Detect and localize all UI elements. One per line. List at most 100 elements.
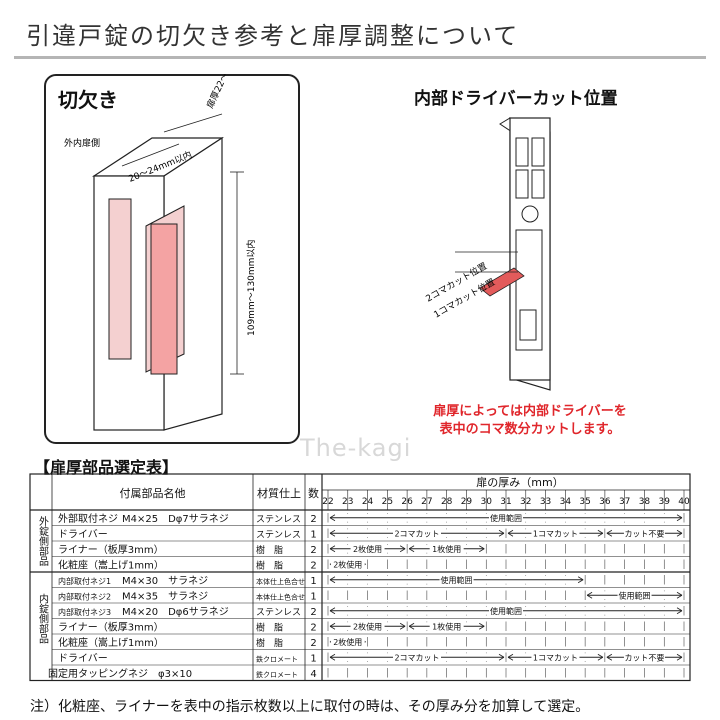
part-name: 内部取付ネジ2 [58, 591, 111, 601]
part-name: 化粧座（嵩上げ1mm） [58, 636, 164, 649]
range-label-bg [623, 651, 665, 663]
notch-diagram: 外内扉側 扉厚22～40 20～24mm以内 109mm～130mm以内 [64, 74, 257, 431]
part-material: 樹 脂 [256, 559, 283, 571]
part-name: ドライバー [58, 652, 108, 664]
part-material: ステンレス [256, 514, 301, 525]
part-name: 外部取付ネジ [58, 512, 118, 525]
part-name: 内部取付ネジ3 [58, 607, 111, 617]
header-part: 付属部品名他 [120, 486, 186, 500]
part-material: ステンレス [256, 529, 301, 540]
header-thickness: 扉の厚み（mm） [476, 476, 563, 489]
header-qty: 数 [308, 487, 319, 500]
part-spec: M4×35 サラネジ [122, 590, 208, 602]
range-label-bg [623, 527, 665, 539]
header-material: 材質仕上 [257, 486, 301, 500]
driver-cut-piece [479, 267, 525, 297]
part-qty: 2 [310, 638, 316, 649]
range-label-bg [393, 651, 441, 663]
range-label-bg [429, 542, 464, 554]
range-label-bg [393, 527, 441, 539]
part-qty: 4 [310, 669, 316, 680]
range-label-bg [330, 635, 365, 647]
range-label-bg [489, 604, 523, 616]
range-bar-arrow [329, 545, 406, 553]
part-spec: M4×25 Dφ7サラネジ [122, 513, 229, 525]
part-qty: 1 [310, 653, 316, 664]
part-qty: 1 [310, 591, 316, 602]
part-qty: 1 [310, 576, 316, 587]
range-label-bg [531, 651, 580, 663]
range-label: 使用範囲 [490, 513, 522, 523]
footnote: 注）化粧座、ライナーを表中の指示枚数以上に取付の時は、その厚み分を加算して選定。 [30, 699, 590, 715]
range-bar-arrow [329, 514, 683, 522]
part-qty: 2 [310, 545, 316, 556]
part-material: 本体仕上色合せ [256, 577, 305, 586]
range-label: 2枚使用 [333, 559, 362, 569]
part-name: 固定用タッピングネジ φ3×10 [48, 667, 192, 680]
page-title: 引違戸錠の切欠き参考と扉厚調整について [26, 22, 520, 50]
part-material: 樹 脂 [256, 637, 283, 649]
driver-note-line-2: 表中のコマ数分カットします。 [439, 422, 621, 437]
range-bar-arrow [329, 607, 683, 615]
part-material: ステンレス [256, 607, 301, 618]
table-section-title: 【扉厚部品選定表】 [34, 458, 179, 477]
range-label-bg [350, 542, 385, 554]
group-label-outer: 外錠側部品 [37, 516, 49, 567]
range-bar-arrow [507, 529, 604, 537]
part-name: ライナー（板厚3mm） [58, 543, 164, 556]
range-bar-arrow [408, 622, 485, 630]
part-qty: 2 [310, 607, 316, 618]
range-label: 2コマカット [394, 653, 439, 662]
range-bar-arrow [329, 622, 406, 630]
range-bar-arrow [329, 529, 505, 537]
outer-side-label: 外内扉側 [64, 137, 100, 149]
range-label: 1コマカット [533, 529, 578, 538]
driver-note-line-1: 扉厚によっては内部ドライバーを [433, 404, 627, 419]
part-spec: M4×30 サラネジ [122, 575, 208, 587]
part-material: 樹 脂 [256, 621, 283, 633]
driver-cut-note: 扉厚によっては内部ドライバーを 表中のコマ数分カットします。 [395, 403, 665, 439]
part-qty: 2 [310, 622, 316, 633]
part-material: 鉄クロメート [256, 670, 298, 679]
notch-front-cut [150, 223, 178, 375]
part-material: 本体仕上色合せ [256, 592, 305, 601]
notch-outer-cut [108, 198, 132, 360]
range-label: 使用範囲 [619, 590, 651, 600]
range-label-bg [429, 620, 464, 632]
height-label: 109mm～130mm以内 [245, 240, 257, 336]
notch-title: 切欠き [58, 88, 118, 112]
part-qty: 2 [310, 560, 316, 571]
range-bar-arrow [586, 591, 683, 599]
range-label: 2コマカット [394, 529, 439, 538]
range-bar-arrow [507, 653, 604, 661]
range-label: 使用範囲 [490, 606, 522, 616]
range-label: 1枚使用 [432, 544, 461, 554]
driver-cut-title: 内部ドライバーカット位置 [414, 89, 618, 109]
range-label: 1枚使用 [432, 621, 461, 631]
range-label-bg [489, 511, 523, 523]
page-header: 引違戸錠の切欠き参考と扉厚調整について [0, 0, 720, 62]
range-label: カット不要 [624, 529, 664, 538]
range-label: 2枚使用 [353, 621, 382, 631]
range-label-bg [330, 558, 365, 570]
range-label: 2枚使用 [333, 637, 362, 647]
part-name: 内部取付ネジ1 [58, 576, 111, 586]
range-bar-arrow [329, 653, 505, 661]
part-name: ドライバー [58, 528, 108, 540]
cylinder-hole [521, 205, 539, 223]
part-qty: 2 [310, 514, 316, 525]
range-bar-arrow [408, 545, 485, 553]
range-label-bg [350, 620, 385, 632]
part-material: 樹 脂 [256, 544, 283, 556]
range-label: 1コマカット [533, 653, 578, 662]
thickness-dimension-line [163, 113, 223, 133]
part-name: 化粧座（嵩上げ1mm） [58, 558, 164, 571]
width-dimension-line [121, 143, 180, 167]
range-bar-arrow [606, 529, 683, 537]
range-label: カット不要 [624, 653, 664, 662]
range-label-bg [531, 527, 580, 539]
range-label: 2枚使用 [353, 544, 382, 554]
part-spec: M4×20 Dφ6サラネジ [122, 606, 229, 618]
group-label-inner: 内錠側部品 [37, 592, 49, 644]
